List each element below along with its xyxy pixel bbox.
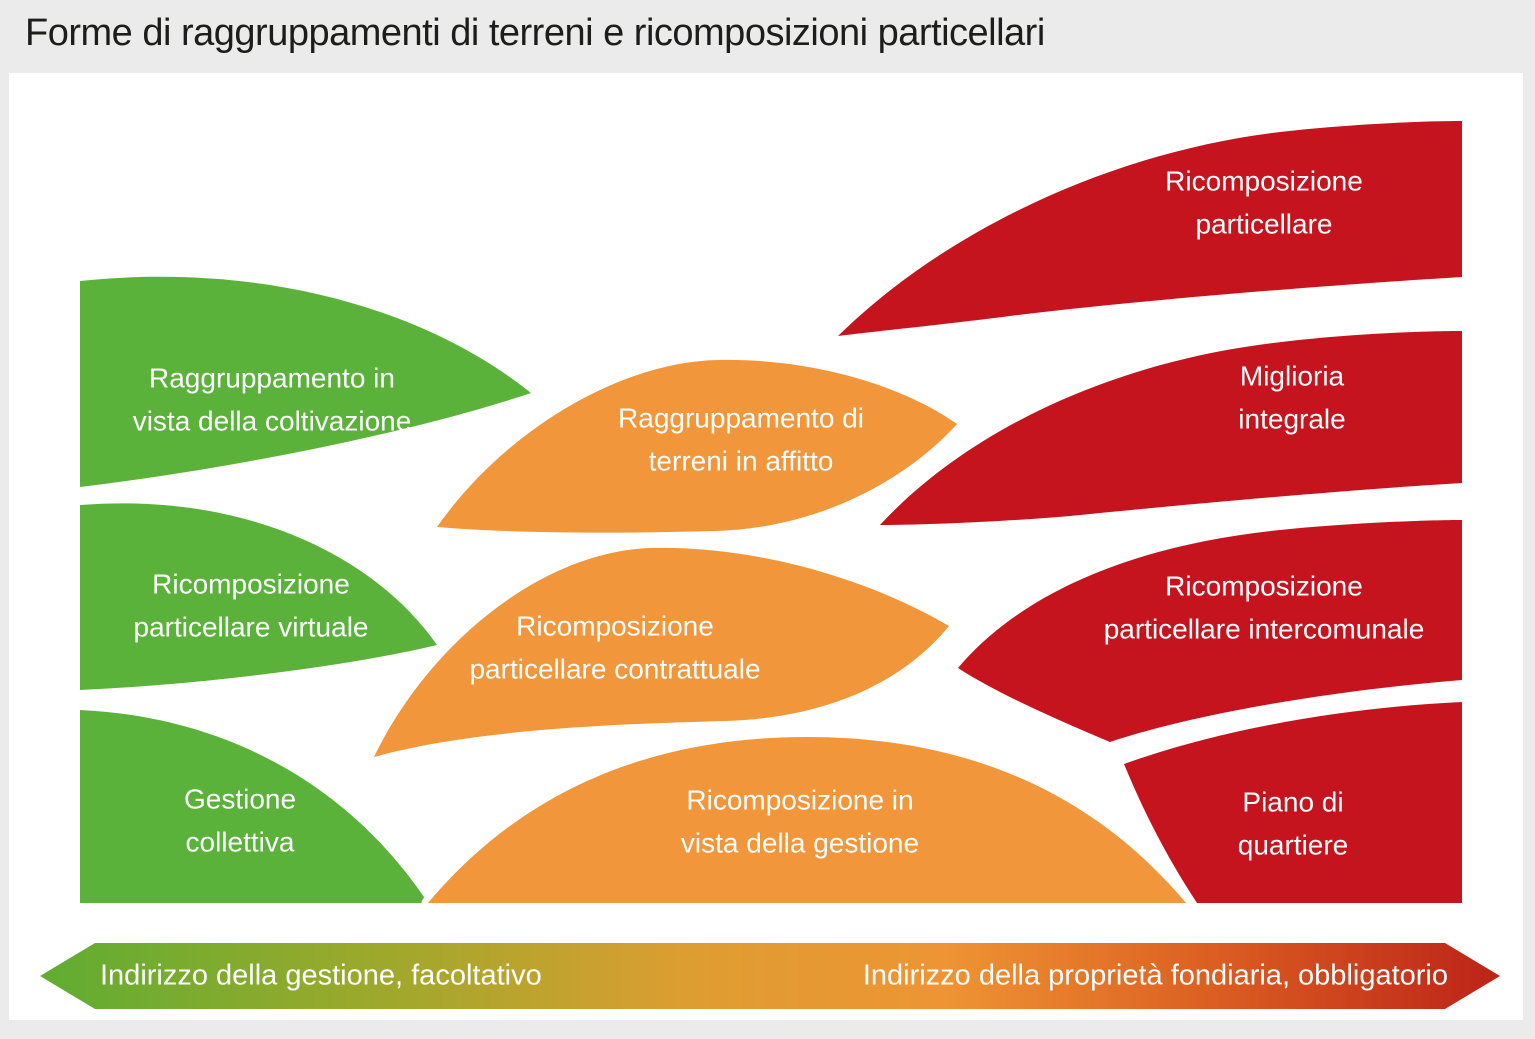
direction-arrow [40,943,1500,1009]
segment-particellare-shape [831,114,1469,343]
segment-collettiva-label: Gestione collettiva [183,783,297,858]
arrow-left-label: Indirizzo della gestione, facoltativo [100,959,542,992]
segment-coltivazione-label: Raggruppamento in vista della coltivazio… [132,362,412,437]
segment-affitto-shape [430,353,964,540]
segment-contrattuale-label: Ricomposizione particellare contrattuale [469,610,761,685]
arrow-right-label: Indirizzo della proprietà fondiaria, obb… [862,959,1448,992]
segment-quartiere-label: Piano di quartiere [1237,786,1349,861]
segment-miglioria-label: Miglioria integrale [1238,360,1346,435]
page-title: Forme di raggruppamenti di terreni e ric… [25,12,1045,54]
segment-affitto-label: Raggruppamento di terreni in affitto [618,402,864,477]
segment-gestione-label: Ricomposizione in vista della gestione [680,784,920,859]
segment-virtuale-label: Ricomposizione particellare virtuale [133,568,369,643]
segment-collettiva-shape [73,703,435,910]
segment-coltivazione-shape [73,270,538,494]
segment-particellare-label: Ricomposizione particellare [1165,165,1363,240]
segment-intercomunale-shape [951,513,1469,749]
segment-quartiere-shape [1117,695,1469,910]
segment-contrattuale-shape [367,541,956,764]
segment-virtuale-shape [73,496,444,697]
segment-gestione-shape [421,730,1193,910]
segment-miglioria-shape [873,324,1469,532]
segment-intercomunale-label: Ricomposizione particellare intercomunal… [1103,570,1425,645]
